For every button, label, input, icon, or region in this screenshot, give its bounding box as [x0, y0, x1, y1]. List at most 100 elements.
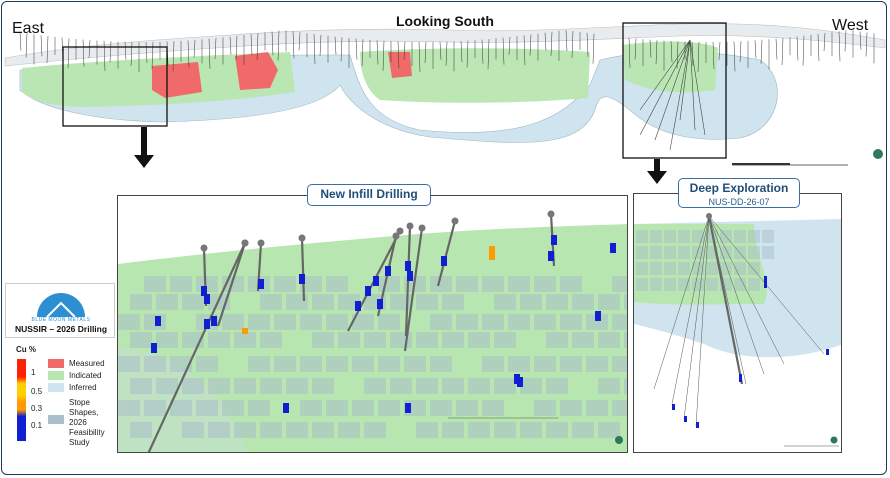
stope-shape — [560, 400, 582, 416]
stope-shape — [572, 332, 594, 348]
stope-shape — [442, 378, 464, 394]
logo-brand: BLUE MOON METALS — [31, 317, 91, 323]
stope-shape — [118, 356, 140, 372]
infill-arrow-head — [134, 155, 154, 168]
deep-stope-shape — [748, 230, 760, 243]
stope-shape — [144, 356, 166, 372]
overview-drill-trace — [208, 38, 211, 69]
overview-drill-trace — [334, 36, 337, 55]
overview-drill-trace — [130, 41, 133, 66]
stope-shape — [234, 422, 256, 438]
cu-grade-segment — [377, 299, 383, 309]
deep-stope-shape — [678, 262, 690, 275]
logo-box: BLUE MOON METALS NUSSIR – 2026 Drilling — [5, 283, 115, 338]
overview-drill-trace — [718, 41, 721, 60]
stope-shape — [404, 356, 426, 372]
west-label: West — [832, 17, 869, 34]
overview-drill-trace — [361, 39, 364, 67]
view-title: Looking South — [396, 13, 494, 29]
overview-drill-trace — [418, 41, 421, 72]
stope-shape — [352, 400, 374, 416]
overview-drill-trace — [502, 37, 505, 65]
overview-drill-trace — [193, 39, 196, 58]
cu-grade-segment — [204, 319, 210, 329]
stope-shape — [572, 294, 594, 310]
stope-shape — [248, 356, 270, 372]
stope-shape — [338, 294, 360, 310]
stope-shape — [312, 422, 334, 438]
stope-shape — [338, 332, 360, 348]
infill-drill-hole — [216, 242, 247, 327]
deep-exploration-view — [634, 194, 841, 452]
stope-shape — [456, 314, 478, 330]
stope-shape — [182, 378, 204, 394]
overview-drill-trace — [523, 35, 526, 66]
stope-shape — [222, 400, 244, 416]
stope-shape — [312, 378, 334, 394]
stope-shape — [378, 400, 400, 416]
drill-collar — [418, 224, 426, 232]
overview-drill-trace — [25, 33, 28, 58]
stope-shape — [390, 378, 412, 394]
stope-shapes — [118, 276, 627, 438]
overview-drill-trace — [550, 31, 553, 56]
overview-drill-trace — [214, 38, 217, 60]
deep-stope-shape — [692, 246, 704, 259]
cu-grade-segment — [405, 403, 411, 413]
stope-shape — [378, 356, 400, 372]
overview-drill-trace — [424, 41, 427, 64]
overview-drill-trace — [817, 33, 820, 61]
stope-shape — [326, 276, 348, 292]
stope-shape — [482, 276, 504, 292]
stope-shape — [286, 422, 308, 438]
overview-drill-trace — [739, 41, 742, 63]
stope-shape — [208, 422, 230, 438]
overview-drill-trace — [103, 40, 106, 71]
overview-drill-trace — [838, 31, 841, 62]
cu-grade-segment — [365, 286, 371, 296]
overview-drill-trace — [796, 36, 799, 61]
stope-shape — [390, 294, 412, 310]
stope-shape — [560, 314, 582, 330]
deep-stope-shape — [720, 262, 732, 275]
overview-drill-trace — [67, 38, 70, 69]
stope-shape — [222, 314, 244, 330]
stope-shape — [182, 422, 204, 438]
cu-grade-segment — [373, 276, 379, 286]
legend-label-measured: Measured — [69, 359, 105, 368]
overview-drill-trace — [397, 41, 400, 69]
stope-shape — [326, 356, 348, 372]
overview-drill-trace — [277, 30, 280, 61]
drill-collar — [451, 217, 459, 225]
overview-drill-trace — [298, 32, 301, 51]
deep-exploration-panel — [633, 193, 842, 453]
deep-stope-shape — [706, 262, 718, 275]
deep-stope-shape — [650, 278, 662, 291]
stope-shape — [274, 314, 296, 330]
stope-shape — [260, 378, 282, 394]
cu-tick-0-5: 0.5 — [31, 387, 43, 396]
stope-shape — [378, 314, 400, 330]
stope-shape — [494, 294, 516, 310]
stope-shape — [612, 276, 627, 292]
deep-stope-shape — [692, 262, 704, 275]
overview-drill-trace — [859, 31, 862, 50]
deep-callout-title: Deep Exploration — [689, 181, 789, 195]
cu-grade-segment — [299, 274, 305, 284]
overview-drill-trace — [229, 36, 232, 55]
stope-shape — [260, 422, 282, 438]
overview-drill-trace — [250, 34, 253, 56]
indicated-zone-west — [622, 41, 718, 93]
overview-drill-trace — [256, 33, 259, 61]
drill-collar — [406, 222, 414, 230]
blue-moon-logo-icon — [37, 293, 85, 318]
deep-stope-shape — [762, 230, 774, 243]
stope-shape — [586, 400, 608, 416]
stope-shape — [182, 294, 204, 310]
overview-drill-trace — [628, 37, 631, 68]
deep-stope-shape — [748, 278, 760, 291]
stope-shape — [274, 356, 296, 372]
cu-grade-segment — [551, 235, 557, 245]
deep-stope-shape — [636, 230, 648, 243]
stope-shape — [456, 276, 478, 292]
